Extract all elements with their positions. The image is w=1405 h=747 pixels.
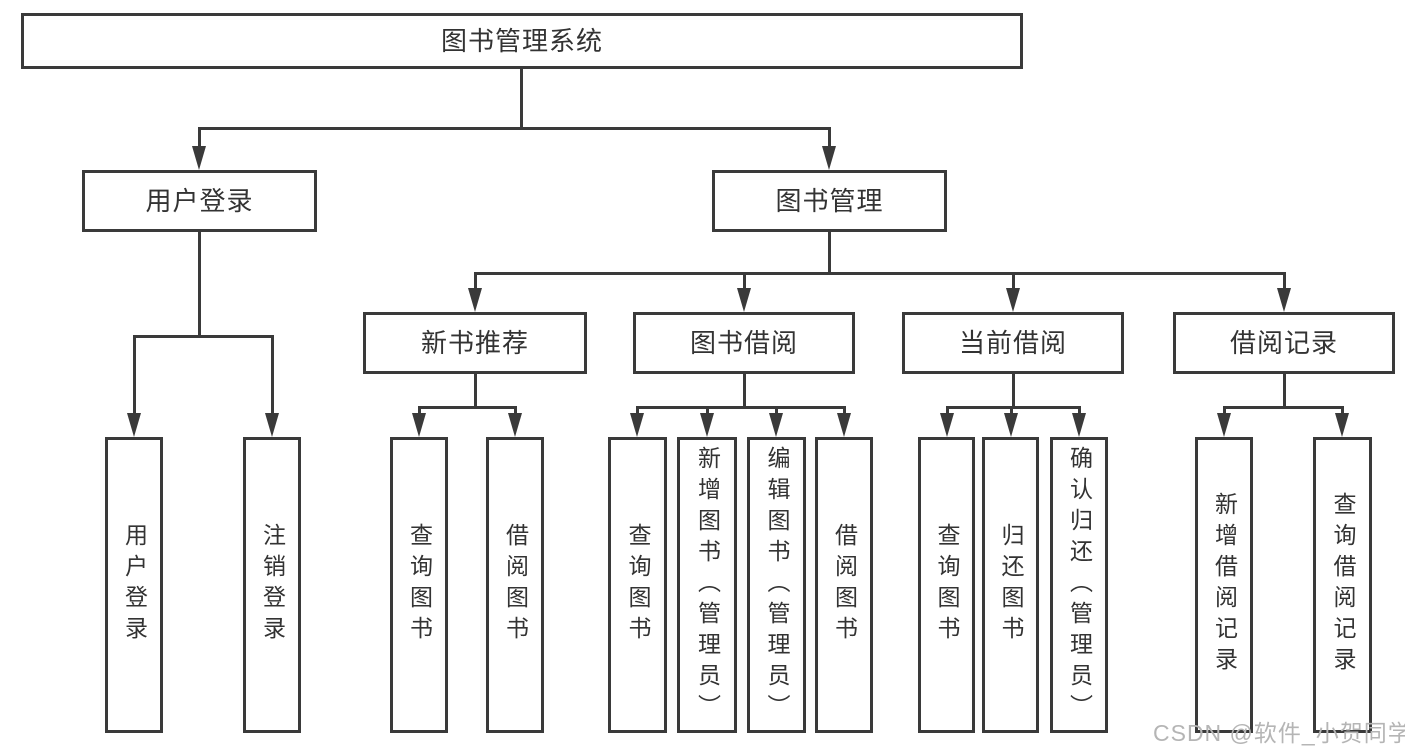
watermark: CSDN @软件_小贺同学 [1153, 720, 1405, 746]
leaf-confirm-return-admin: 确认归还（管理员） [1050, 437, 1108, 733]
connector [198, 127, 201, 151]
arrow-down-icon [1006, 288, 1020, 312]
leaf-edit-books-admin: 编辑图书（管理员） [747, 437, 806, 733]
arrow-down-icon [192, 146, 206, 170]
connector [198, 127, 831, 130]
node-book-borrowing: 图书借阅 [633, 312, 855, 374]
arrow-down-icon [508, 413, 522, 437]
connector [271, 335, 274, 415]
connector [946, 406, 949, 416]
leaf-borrow-books: 借阅图书 [486, 437, 544, 733]
leaf-user-login: 用户登录 [105, 437, 163, 733]
node-label: 查询图书 [406, 523, 433, 647]
connector [1283, 374, 1286, 409]
node-label: 查询借阅记录 [1330, 492, 1356, 678]
arrow-down-icon [412, 413, 426, 437]
node-label: 归还图书 [998, 523, 1024, 647]
connector [828, 127, 831, 151]
node-label: 新增借阅记录 [1211, 492, 1238, 678]
connector [1012, 272, 1015, 290]
arrow-down-icon [769, 413, 783, 437]
connector [775, 406, 778, 416]
arrow-down-icon [737, 288, 751, 312]
arrow-down-icon [1335, 413, 1349, 437]
node-library-management-system: 图书管理系统 [21, 13, 1023, 69]
arrow-down-icon [265, 413, 279, 437]
connector [418, 406, 517, 409]
node-label: 查询图书 [934, 523, 960, 647]
connector [133, 335, 274, 338]
arrow-down-icon [837, 413, 851, 437]
node-current-borrowing: 当前借阅 [902, 312, 1124, 374]
connector [743, 272, 746, 290]
leaf-query-books: 查询图书 [918, 437, 975, 733]
node-new-book-recommendation: 新书推荐 [363, 312, 587, 374]
connector [636, 406, 846, 409]
node-label: 查询图书 [625, 523, 651, 647]
node-label: 用户登录 [145, 186, 254, 216]
connector [843, 406, 846, 416]
node-label: 图书借阅 [689, 328, 798, 358]
arrow-down-icon [940, 413, 954, 437]
node-label: 图书管理 [775, 186, 884, 216]
node-borrowing-records: 借阅记录 [1173, 312, 1395, 374]
leaf-add-borrow-record: 新增借阅记录 [1195, 437, 1253, 733]
node-label: 图书管理系统 [440, 26, 603, 56]
node-label: 借阅图书 [831, 523, 858, 647]
connector [743, 374, 746, 409]
node-label: 新书推荐 [420, 328, 529, 358]
leaf-query-borrow-record: 查询借阅记录 [1313, 437, 1372, 733]
arrow-down-icon [1217, 413, 1231, 437]
node-label: 新增图书（管理员） [694, 445, 721, 725]
connector [1223, 406, 1226, 416]
connector [474, 374, 477, 409]
node-book-management: 图书管理 [712, 170, 947, 232]
connector [474, 272, 1286, 275]
node-label: 编辑图书（管理员） [764, 445, 790, 725]
node-label: 当前借阅 [958, 328, 1067, 358]
node-label: 用户登录 [121, 523, 148, 647]
leaf-add-books-admin: 新增图书（管理员） [677, 437, 737, 733]
node-label: 借阅记录 [1229, 328, 1338, 358]
connector [828, 232, 831, 275]
node-user-login: 用户登录 [82, 170, 317, 232]
connector [636, 406, 639, 416]
node-label: 注销登录 [259, 523, 286, 647]
leaf-query-books: 查询图书 [390, 437, 448, 733]
connector [706, 406, 709, 416]
connector [133, 335, 136, 415]
arrow-down-icon [1004, 413, 1018, 437]
connector [1341, 406, 1344, 416]
connector [1010, 406, 1013, 416]
arrow-down-icon [468, 288, 482, 312]
connector [1078, 406, 1081, 416]
connector [474, 272, 477, 290]
node-label: 确认归还（管理员） [1066, 445, 1093, 725]
leaf-logout: 注销登录 [243, 437, 301, 733]
arrow-down-icon [1277, 288, 1291, 312]
arrow-down-icon [822, 146, 836, 170]
leaf-borrow-books: 借阅图书 [815, 437, 873, 733]
connector [1223, 406, 1344, 409]
arrow-down-icon [630, 413, 644, 437]
leaf-query-books: 查询图书 [608, 437, 667, 733]
connector [198, 232, 201, 338]
connector [514, 406, 517, 416]
node-label: 借阅图书 [502, 523, 529, 647]
arrow-down-icon [700, 413, 714, 437]
connector [520, 69, 523, 127]
leaf-return-books: 归还图书 [982, 437, 1039, 733]
arrow-down-icon [1072, 413, 1086, 437]
connector [1012, 374, 1015, 409]
connector [418, 406, 421, 416]
arrow-down-icon [127, 413, 141, 437]
connector [1283, 272, 1286, 290]
connector [946, 406, 1081, 409]
